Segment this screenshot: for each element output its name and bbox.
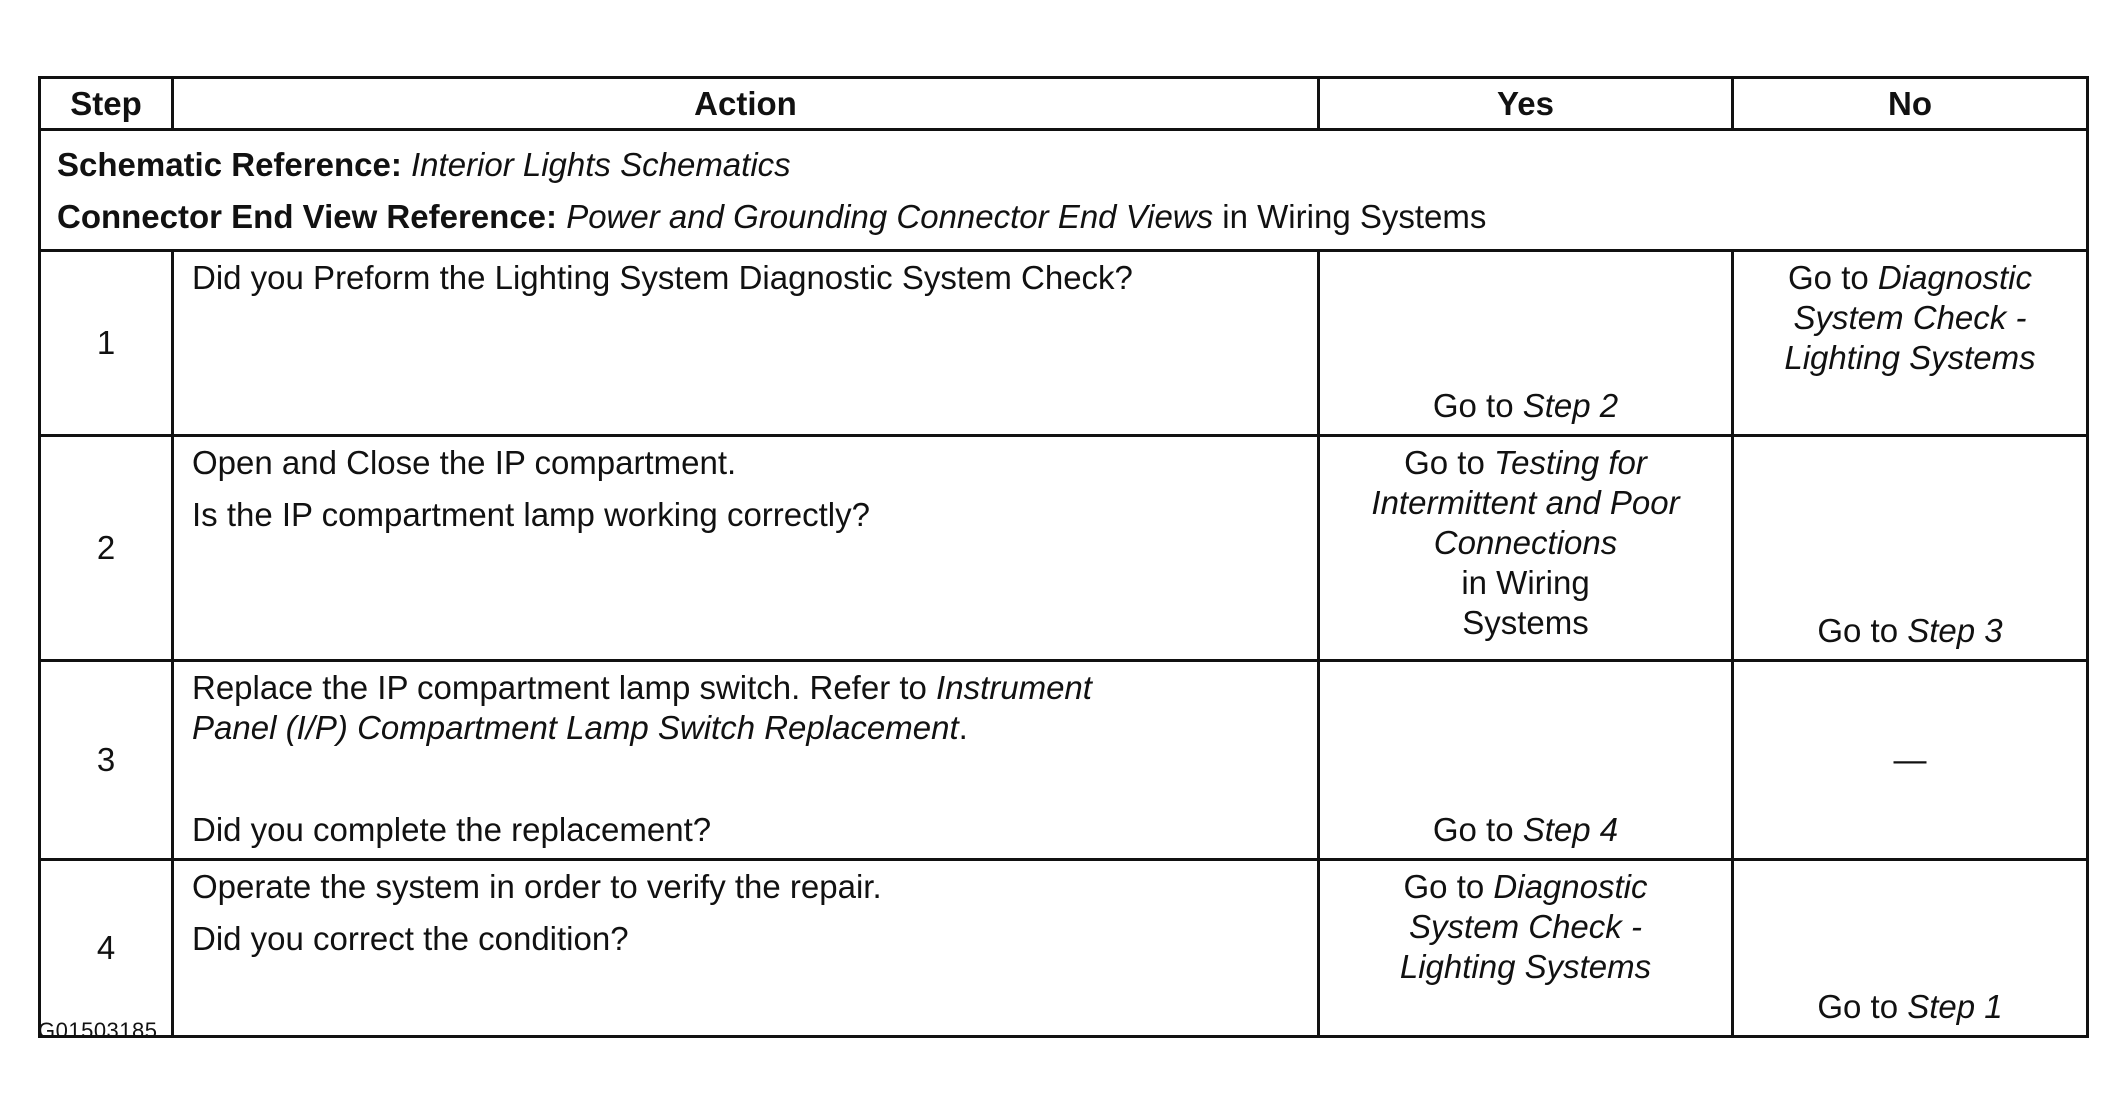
reference-row: Schematic Reference: Interior Lights Sch… xyxy=(38,128,2089,252)
action-period: . xyxy=(958,709,968,746)
yes-prefix: Go to xyxy=(1404,444,1494,481)
no-link[interactable]: Diagnostic xyxy=(1877,259,2032,296)
no-prefix: Go to xyxy=(1817,988,1908,1025)
figure-id: G01503185 xyxy=(38,1018,158,1043)
schematic-reference-label: Schematic Reference: xyxy=(57,146,402,183)
schematic-reference: Schematic Reference: Interior Lights Sch… xyxy=(57,139,2070,191)
yes-link[interactable]: Diagnostic xyxy=(1493,868,1648,905)
yes-result: Go to Step 2 xyxy=(1320,386,1731,426)
table-row: 3 Replace the IP compartment lamp switch… xyxy=(38,659,2089,861)
step-number: 3 xyxy=(38,659,174,861)
action-text: Replace the IP compartment lamp switch. … xyxy=(192,668,1299,748)
yes-prefix: Go to xyxy=(1432,387,1523,424)
action-link[interactable]: Instrument xyxy=(936,669,1092,706)
action-cell: Did you Preform the Lighting System Diag… xyxy=(171,249,1320,437)
yes-cell: Go to Diagnostic System Check - Lighting… xyxy=(1317,858,1734,1038)
no-link[interactable]: Step 1 xyxy=(1907,988,2003,1025)
yes-cell: Go to Step 4 xyxy=(1317,659,1734,861)
diagnostic-table: Step Action Yes No Schematic Reference: … xyxy=(38,76,2089,1038)
no-cell: Go to Step 1 xyxy=(1731,858,2089,1038)
header-step: Step xyxy=(38,76,174,131)
yes-result: Go to Step 4 xyxy=(1320,810,1731,850)
step-number: 1 xyxy=(38,249,174,437)
step-number: 2 xyxy=(38,434,174,662)
yes-suffix: Systems xyxy=(1462,604,1589,641)
action-question: Did you correct the condition? xyxy=(192,920,629,957)
no-prefix: Go to xyxy=(1788,259,1878,296)
action-text-part: Replace the IP compartment lamp switch. … xyxy=(192,669,937,706)
no-prefix: Go to xyxy=(1817,612,1908,649)
yes-prefix: Go to xyxy=(1432,811,1523,848)
action-question: Did you complete the replacement? xyxy=(192,811,712,848)
yes-link[interactable]: Step 2 xyxy=(1522,387,1619,424)
step-number: 4 xyxy=(38,858,174,1038)
header-action: Action xyxy=(171,76,1320,131)
no-result-dash: — xyxy=(1893,741,1927,778)
action-question: Is the IP compartment lamp working corre… xyxy=(192,496,870,533)
yes-cell: Go to Step 2 xyxy=(1317,249,1734,437)
no-result: Go to Step 1 xyxy=(1734,987,2086,1027)
header-yes: Yes xyxy=(1317,76,1734,131)
action-text: Open and Close the IP compartment. xyxy=(192,444,737,481)
yes-cell: Go to Testing for Intermittent and Poor … xyxy=(1317,434,1734,662)
action-cell: Operate the system in order to verify th… xyxy=(171,858,1320,1038)
connector-reference-label: Connector End View Reference: xyxy=(57,198,558,235)
yes-link[interactable]: Lighting Systems xyxy=(1399,948,1652,985)
connector-reference-link[interactable]: Power and Grounding Connector End Views xyxy=(566,198,1214,235)
no-link[interactable]: System Check - xyxy=(1793,299,2027,336)
yes-result: Go to Diagnostic System Check - Lighting… xyxy=(1320,867,1731,987)
table-row: 4 Operate the system in order to verify … xyxy=(38,858,2089,1038)
yes-link[interactable]: System Check - xyxy=(1409,908,1642,945)
table-row: 1 Did you Preform the Lighting System Di… xyxy=(38,249,2089,437)
no-link[interactable]: Lighting Systems xyxy=(1784,339,2036,376)
yes-link[interactable]: Step 4 xyxy=(1522,811,1619,848)
yes-suffix: in Wiring xyxy=(1461,564,1590,601)
no-result: Go to Diagnostic System Check - Lighting… xyxy=(1734,258,2086,378)
action-text: Operate the system in order to verify th… xyxy=(192,868,882,905)
yes-link[interactable]: Testing for xyxy=(1494,444,1647,481)
no-link[interactable]: Step 3 xyxy=(1907,612,2003,649)
table-header-row: Step Action Yes No xyxy=(38,76,2089,131)
action-link[interactable]: Panel (I/P) Compartment Lamp Switch Repl… xyxy=(192,709,959,746)
yes-link[interactable]: Intermittent and Poor xyxy=(1371,484,1680,521)
no-cell: — xyxy=(1731,659,2089,861)
action-text: Did you Preform the Lighting System Diag… xyxy=(192,259,1133,296)
no-cell: Go to Step 3 xyxy=(1731,434,2089,662)
no-result: Go to Step 3 xyxy=(1734,611,2086,651)
header-no: No xyxy=(1731,76,2089,131)
table-row: 2 Open and Close the IP compartment. Is … xyxy=(38,434,2089,662)
reference-cell: Schematic Reference: Interior Lights Sch… xyxy=(38,128,2089,252)
connector-reference: Connector End View Reference: Power and … xyxy=(57,191,2070,243)
action-cell: Open and Close the IP compartment. Is th… xyxy=(171,434,1320,662)
connector-reference-suffix: in Wiring Systems xyxy=(1213,198,1487,235)
no-cell: Go to Diagnostic System Check - Lighting… xyxy=(1731,249,2089,437)
yes-result: Go to Testing for Intermittent and Poor … xyxy=(1320,443,1731,643)
schematic-reference-link[interactable]: Interior Lights Schematics xyxy=(411,146,791,183)
yes-link[interactable]: Connections xyxy=(1433,524,1618,561)
action-cell: Replace the IP compartment lamp switch. … xyxy=(171,659,1320,861)
yes-prefix: Go to xyxy=(1403,868,1494,905)
